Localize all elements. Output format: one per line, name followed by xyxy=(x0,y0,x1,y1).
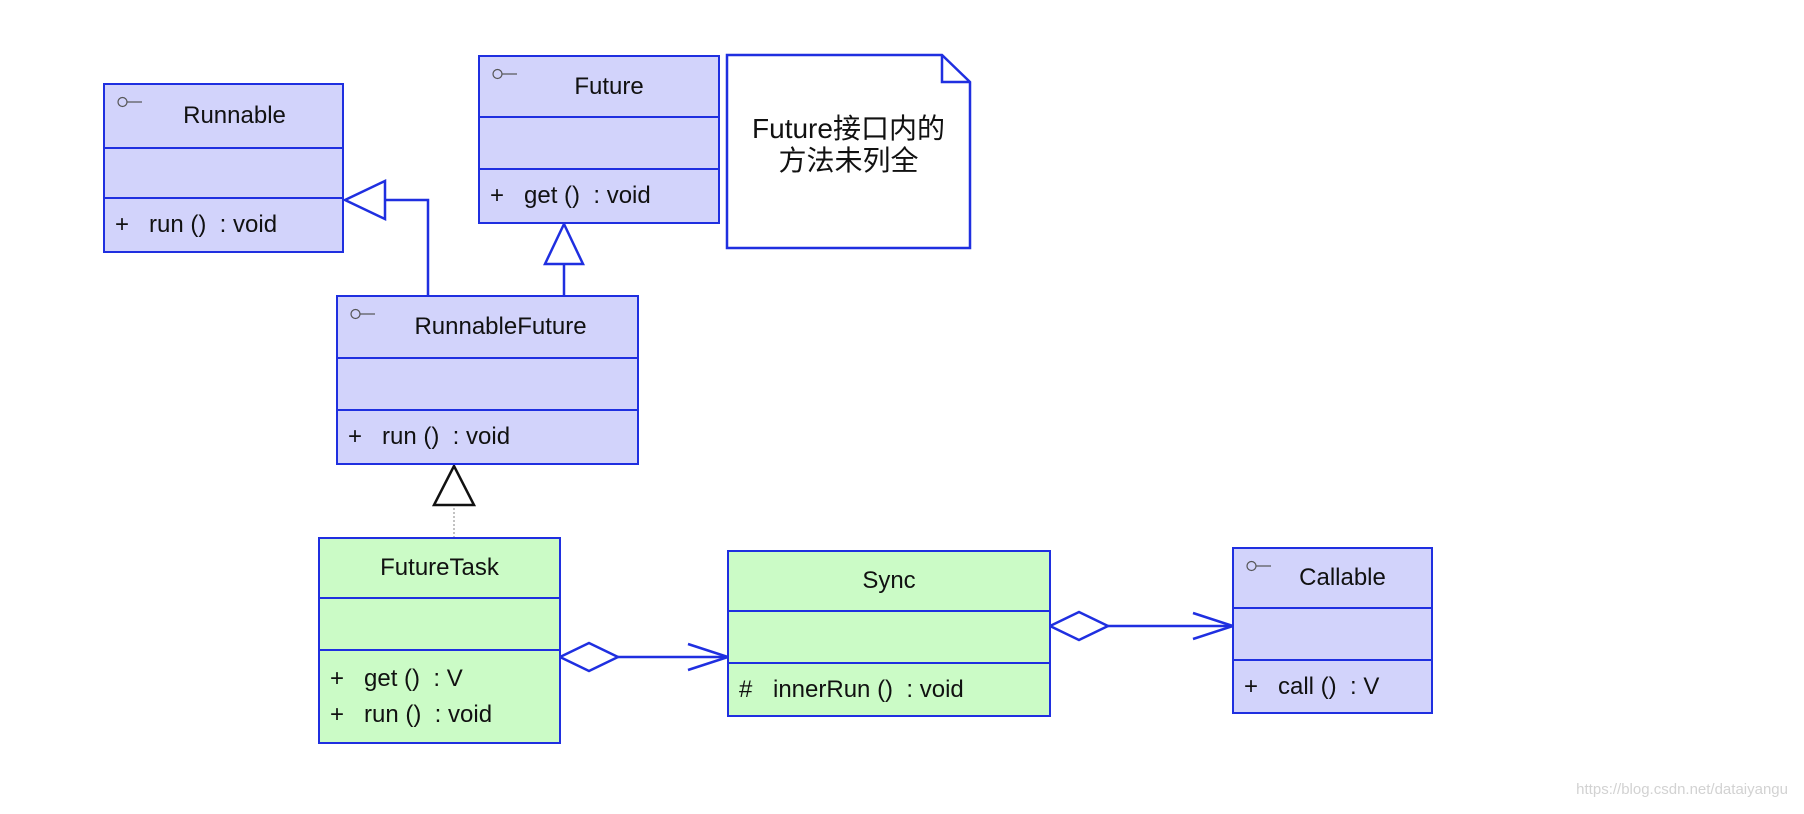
sync-class[interactable]: Sync # innerRun () : void xyxy=(727,550,1051,717)
operations-compartment: + run () : void xyxy=(338,411,637,463)
operation-row: + run () : void xyxy=(115,207,342,243)
operation-signature: get () : void xyxy=(524,182,651,209)
futuretask-header: FutureTask xyxy=(320,539,559,599)
interface-lollipop-icon xyxy=(492,68,517,80)
note-text: Future接口内的 方法未列全 xyxy=(752,113,945,176)
note-shape xyxy=(725,53,972,250)
callable-interface[interactable]: Callable + call () : V xyxy=(1232,547,1433,714)
runnablefuture-extends-runnable-line xyxy=(385,198,430,296)
operation-signature: innerRun () : void xyxy=(773,675,964,703)
operation-row: + run () : void xyxy=(348,419,637,455)
operation-signature: run () : void xyxy=(149,211,278,238)
operations-compartment: + run () : void xyxy=(105,199,342,251)
interface-lollipop-icon xyxy=(350,308,375,320)
operations-compartment: + call () : V xyxy=(1234,661,1431,712)
operation-row: + get () : void xyxy=(490,178,718,214)
operation-signature: call () : V xyxy=(1278,672,1380,700)
attributes-compartment xyxy=(1234,609,1431,661)
operations-compartment: + get () : void xyxy=(480,170,718,222)
operations-compartment: + get () : V + run () : void xyxy=(320,651,559,742)
class-name: Future xyxy=(574,72,644,100)
future-interface[interactable]: Future + get () : void xyxy=(478,55,720,224)
future-header: Future xyxy=(480,57,718,118)
visibility-marker: + xyxy=(330,664,345,692)
visibility-marker: + xyxy=(490,182,505,209)
attributes-compartment xyxy=(105,149,342,199)
class-name: FutureTask xyxy=(380,554,499,581)
operation-signature: run () : void xyxy=(382,423,511,450)
watermark-text: https://blog.csdn.net/dataiyangu xyxy=(1576,781,1788,798)
runnable-interface[interactable]: Runnable + run () : void xyxy=(103,83,344,253)
class-name: Runnable xyxy=(183,102,286,129)
interface-lollipop-icon xyxy=(1246,560,1271,572)
operations-compartment: # innerRun () : void xyxy=(729,664,1049,715)
interface-lollipop-icon xyxy=(117,96,142,108)
runnablefuture-interface[interactable]: RunnableFuture + run () : void xyxy=(336,295,639,465)
operation-row: + get () : V xyxy=(330,661,559,697)
operation-signature: get () : V xyxy=(364,664,463,692)
runnable-generalization-arrowhead xyxy=(342,179,387,221)
attributes-compartment xyxy=(729,612,1049,664)
attributes-compartment xyxy=(338,359,637,411)
class-name: Callable xyxy=(1299,564,1386,591)
attributes-compartment xyxy=(320,599,559,651)
attributes-compartment xyxy=(480,118,718,170)
runnablefuture-realization-arrowhead xyxy=(431,463,477,507)
operation-row: + call () : V xyxy=(1244,669,1431,705)
operation-row: + run () : void xyxy=(330,697,559,733)
operation-signature: run () : void xyxy=(364,700,493,728)
runnablefuture-header: RunnableFuture xyxy=(338,297,637,359)
sync-header: Sync xyxy=(729,552,1049,612)
visibility-marker: + xyxy=(115,211,130,238)
visibility-marker: + xyxy=(1244,672,1259,700)
callable-header: Callable xyxy=(1234,549,1431,609)
operation-row: # innerRun () : void xyxy=(739,672,1049,708)
visibility-marker: + xyxy=(348,423,363,450)
visibility-marker: + xyxy=(330,700,345,728)
class-name: Sync xyxy=(862,567,916,594)
sync-aggregation-diamond xyxy=(1047,610,1111,642)
visibility-marker: # xyxy=(739,675,753,703)
class-name: RunnableFuture xyxy=(414,313,587,340)
note-fold xyxy=(940,55,970,84)
runnable-header: Runnable xyxy=(105,85,342,149)
future-generalization-arrowhead xyxy=(543,221,585,266)
futuretask-class[interactable]: FutureTask + get () : V + run () : void xyxy=(318,537,561,744)
futuretask-aggregation-diamond xyxy=(557,641,621,673)
